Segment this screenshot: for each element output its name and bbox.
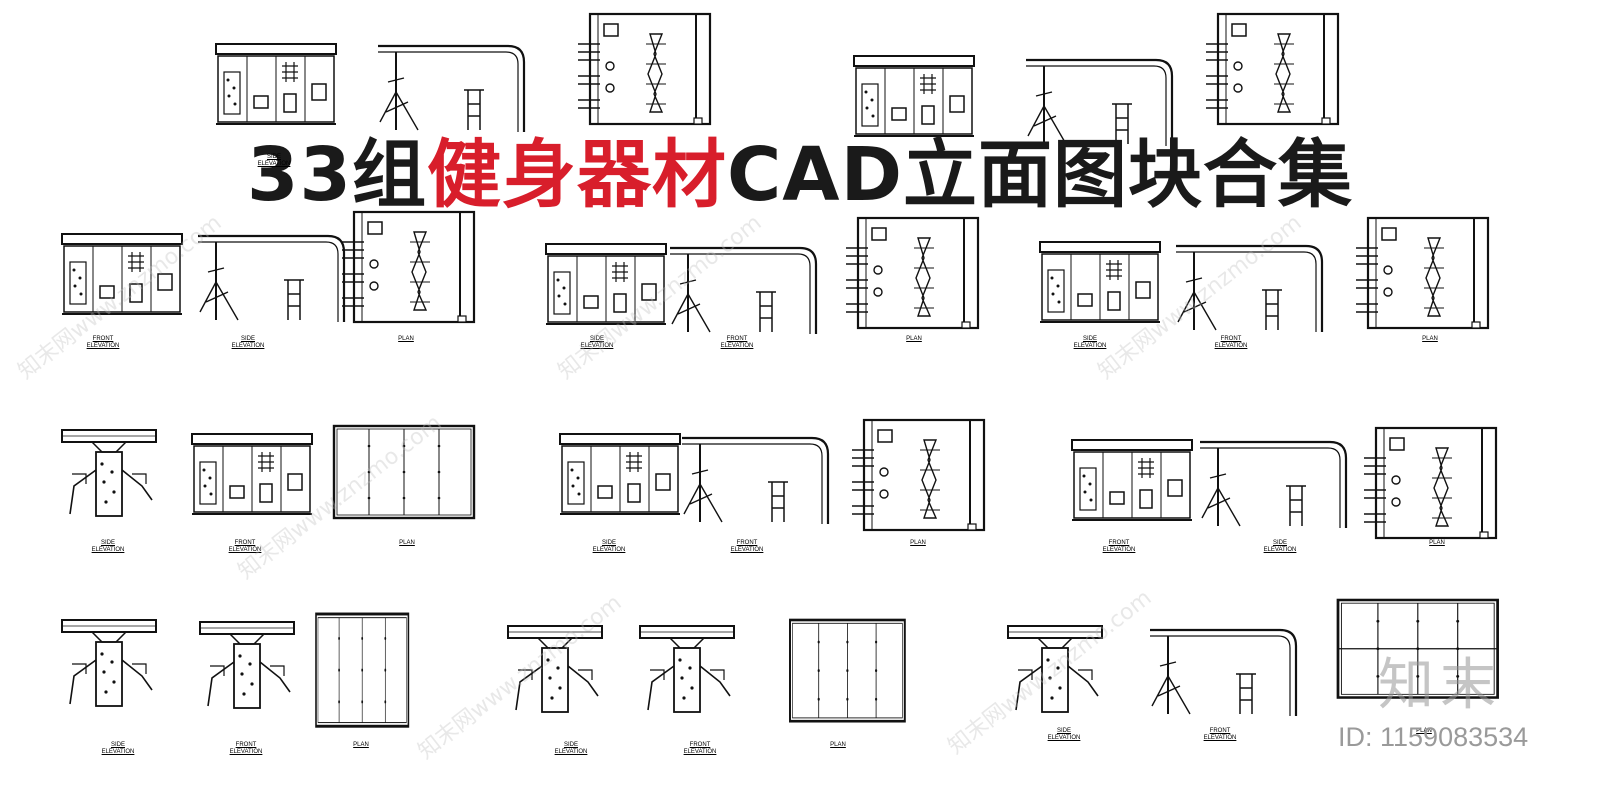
caption-r3c-plan: PLAN: [1416, 728, 1432, 734]
caption-r1a-plan: PLAN: [398, 336, 414, 342]
r0-front-elevation: [215, 43, 337, 125]
caption-r3b-front: FRONT ELEVATION: [683, 742, 717, 755]
r1c-front-elevation: [1039, 241, 1161, 323]
caption-r1a-side: SIDE ELEVATION: [231, 336, 265, 349]
caption-r3a-side: SIDE ELEVATION: [101, 742, 135, 755]
r2a-side-elevation: [61, 429, 157, 517]
caption-r2b-front: FRONT ELEVATION: [730, 540, 764, 553]
r3a-front-elevation: [199, 621, 295, 709]
r2c-plan: [1362, 426, 1498, 540]
r3c-front-elevation: [1148, 628, 1298, 718]
r2b-plan: [850, 418, 986, 532]
r3a-plan: [314, 612, 410, 728]
caption-r3b-plan: PLAN: [830, 742, 846, 748]
caption-r3c-front: FRONT ELEVATION: [1203, 728, 1237, 741]
r3b-plan: [788, 618, 907, 723]
caption-r1a-front: FRONT ELEVATION: [86, 336, 120, 349]
r1a-plan: [340, 210, 476, 324]
title-count: 33组: [247, 132, 427, 218]
caption-r2c-side: SIDE ELEVATION: [1263, 540, 1297, 553]
r2a-front-elevation: [191, 433, 313, 515]
watermark-id: ID: 1159083534: [1338, 722, 1529, 752]
r0-side-elevation: [376, 44, 526, 134]
watermark-logo: 知末: [1378, 653, 1502, 718]
caption-r2b-plan: PLAN: [910, 540, 926, 546]
r1c-plan: [1354, 216, 1490, 330]
caption-r2c-front: FRONT ELEVATION: [1102, 540, 1136, 553]
caption-r0-side: SIDE ELEVATION: [257, 154, 291, 167]
r1a-side-elevation: [196, 234, 346, 324]
r1b-plan: [844, 216, 980, 330]
caption-r2a-side: SIDE ELEVATION: [91, 540, 125, 553]
caption-r1b-side: SIDE ELEVATION: [580, 336, 614, 349]
caption-r3a-plan: PLAN: [353, 742, 369, 748]
caption-r1b-front: FRONT ELEVATION: [720, 336, 754, 349]
page-title: 33组健身器材CAD立面图块合集: [0, 130, 1600, 220]
caption-r3b-side: SIDE ELEVATION: [554, 742, 588, 755]
r2b-side-elevation: [559, 433, 681, 515]
title-highlight: 健身器材: [426, 132, 727, 218]
caption-r1c-plan: PLAN: [1422, 336, 1438, 342]
r3b-front-elevation: [639, 625, 735, 713]
caption-r2c-plan: PLAN: [1429, 540, 1445, 546]
caption-r1b-plan: PLAN: [906, 336, 922, 342]
r0b-front-elevation: [853, 55, 975, 137]
r2b-front-elevation: [680, 436, 830, 526]
r3c-plan: [1336, 598, 1499, 699]
caption-r2a-front: FRONT ELEVATION: [228, 540, 262, 553]
title-rest: CAD立面图块合集: [726, 132, 1353, 218]
r0-plan: [576, 12, 712, 126]
r2c-side-elevation: [1198, 440, 1348, 530]
r3a-side-elevation: [61, 619, 157, 707]
caption-r1c-side: SIDE ELEVATION: [1073, 336, 1107, 349]
r0b-plan: [1204, 12, 1340, 126]
caption-r1c-front: FRONT ELEVATION: [1214, 336, 1248, 349]
caption-r3a-front: FRONT ELEVATION: [229, 742, 263, 755]
r2c-front-elevation: [1071, 439, 1193, 521]
caption-r3c-side: SIDE ELEVATION: [1047, 728, 1081, 741]
caption-r2a-plan: PLAN: [399, 540, 415, 546]
caption-r2b-side: SIDE ELEVATION: [592, 540, 626, 553]
